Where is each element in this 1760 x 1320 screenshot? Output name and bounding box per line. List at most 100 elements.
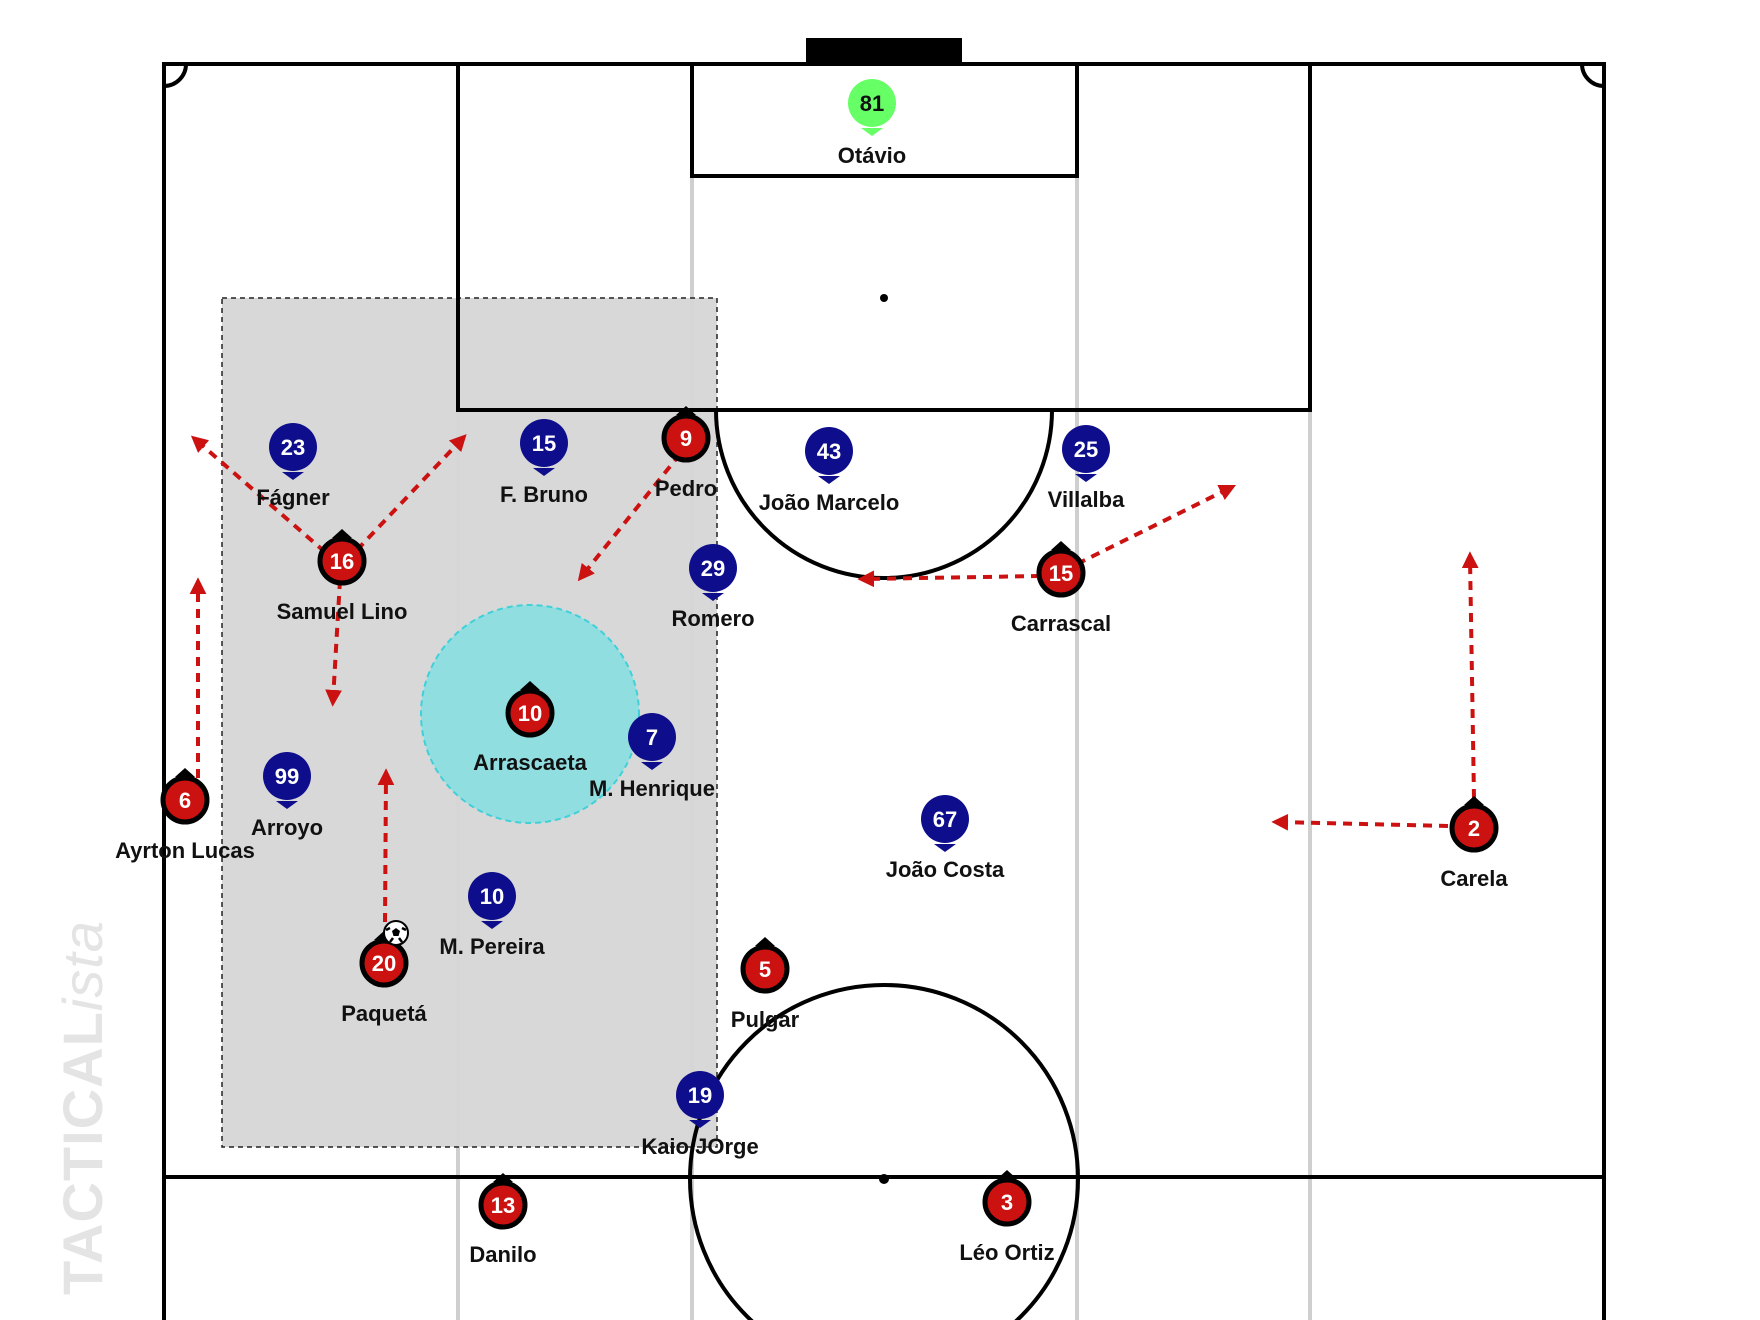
player-name-label: Otávio [838,143,906,168]
penalty-spot [880,294,888,302]
player-name-label: Ayrton Lucas [115,838,255,863]
player-number: 7 [646,725,658,750]
goal [806,38,962,62]
pin-pointer-icon [1075,474,1097,482]
away-player-marker [520,419,568,467]
player-name-label: Samuel Lino [277,599,408,624]
arrow-carrascal-right [1076,484,1237,566]
brand-watermark: TACTICALista [44,920,114,1300]
player-name-label: Léo Ortiz [959,1240,1054,1265]
player-number: 29 [701,556,725,581]
arrow-carela-up [1461,551,1479,799]
arrow-samuel-lino-left [190,435,327,554]
home-player-marker [1036,548,1086,598]
player-name-label: João Costa [886,857,1005,882]
arrow-samuel-lino-down [325,579,342,707]
player-number: 9 [680,426,692,451]
player-name-label: Kaio JOrge [641,1134,758,1159]
player-number: 99 [275,764,299,789]
player-number: 15 [1049,561,1073,586]
pin-pointer-icon [861,128,883,136]
pin-pointer-icon [934,844,956,852]
player-name-label: Fágner [256,485,330,510]
facing-triangle-icon [175,768,195,777]
facing-triangle-icon [1464,796,1484,805]
facing-triangle-icon [676,406,696,415]
player-name-label: Carela [1440,866,1508,891]
pin-pointer-icon [276,801,298,809]
pitch-markings [162,62,1606,1320]
pin-pointer-icon [641,762,663,770]
player-name-label: Villalba [1048,487,1125,512]
centre-circle [688,983,1080,1320]
away-player-marker [269,423,317,471]
home-player-marker [317,536,367,586]
arrow-pedro [577,452,682,582]
player-number: 15 [532,431,556,456]
away-player-marker [805,427,853,475]
away-player-marker [676,1071,724,1119]
player-name-label: Danilo [469,1242,536,1267]
player-name-label: Pulgar [731,1007,800,1032]
player-name-label: F. Bruno [500,482,588,507]
player-name-label: Pedro [655,476,717,501]
player-number: 67 [933,807,957,832]
goalkeeper-marker [848,79,896,127]
facing-triangle-icon [332,529,352,538]
player-number: 5 [759,957,771,982]
away-player-marker [921,795,969,843]
arrow-paqueta [377,768,395,923]
player-name-label: M. Henrique [589,776,715,801]
goal-area [690,62,1079,178]
away-player-marker [263,752,311,800]
player-number: 3 [1001,1190,1013,1215]
player-name-label: João Marcelo [759,490,900,515]
player-number: 25 [1074,437,1098,462]
arrow-carrascal-left [857,570,1041,588]
facing-triangle-icon [493,1173,513,1182]
away-player-marker [628,713,676,761]
home-player-marker [661,413,711,463]
home-player-marker [359,938,409,988]
corner-arc-right [1580,63,1605,88]
home-player-marker [505,688,555,738]
player-number: 2 [1468,816,1480,841]
home-player-marker [982,1177,1032,1227]
player-name-label: Paquetá [341,1001,427,1026]
player-number: 6 [179,788,191,813]
facing-triangle-icon [520,681,540,690]
centre-spot [879,1174,889,1184]
pin-pointer-icon [702,593,724,601]
pin-pointer-icon [689,1120,711,1128]
movement-arrows [189,434,1479,923]
player-number: 10 [480,884,504,909]
player-number: 19 [688,1083,712,1108]
facing-triangle-icon [755,937,775,946]
player-number: 13 [491,1193,515,1218]
away-player-m-pereira: 10 M. Pereira [439,872,545,959]
player-name-label: M. Pereira [439,934,545,959]
home-player-marker [478,1180,528,1230]
football-icon [383,920,409,946]
player-name-label: Arroyo [251,815,323,840]
facing-triangle-icon [997,1170,1017,1179]
brand-logo-text: TACTICALista [51,920,114,1295]
player-number: 16 [330,549,354,574]
player-name-label: Arrascaeta [473,750,588,775]
player-number: 20 [372,951,396,976]
